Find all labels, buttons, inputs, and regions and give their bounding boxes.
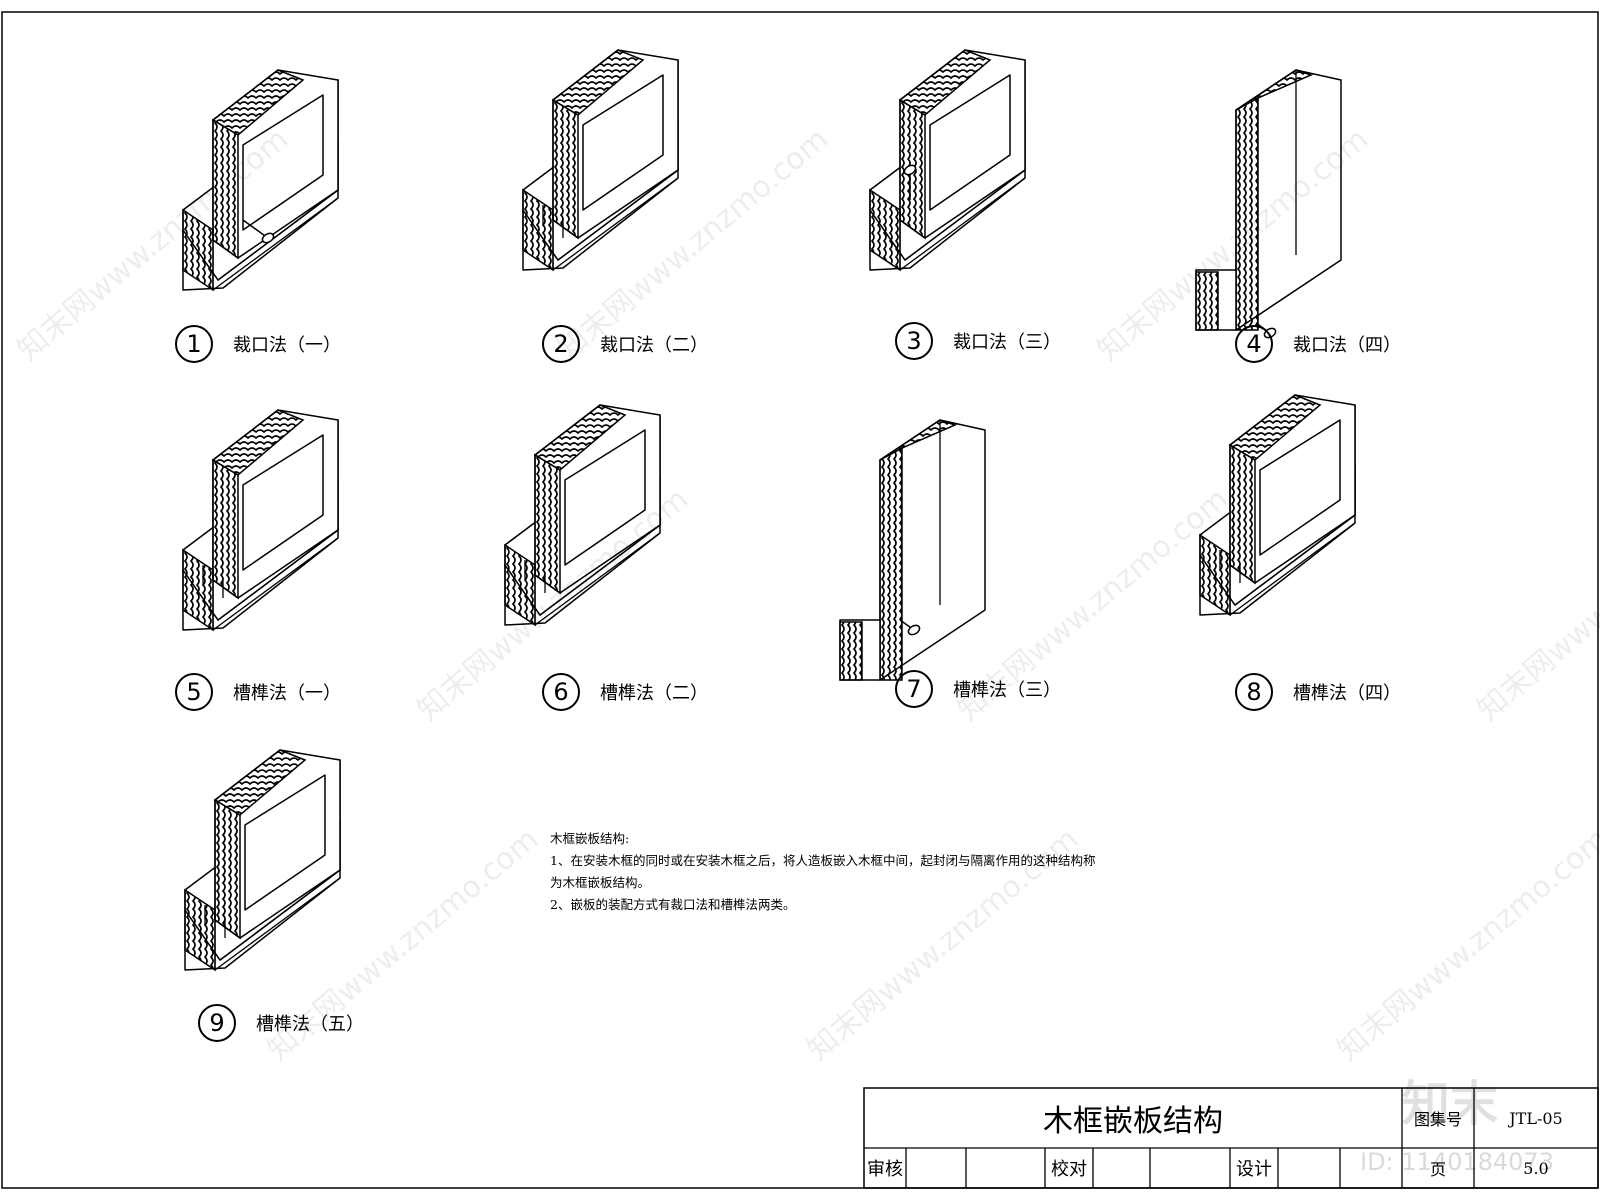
detail-label-5: 5 槽榫法（一）: [175, 673, 341, 711]
detail-label-2: 2 裁口法（二）: [542, 325, 708, 363]
inner-panel: [244, 774, 326, 911]
detail-caption-1: 裁口法（一）: [233, 335, 341, 356]
title-block: [863, 1087, 1599, 1189]
detail-caption-7: 槽榫法（三）: [953, 680, 1061, 701]
detail-caption-3: 裁口法（三）: [953, 332, 1061, 353]
notes-line-2: 为木框嵌板结构。: [550, 875, 651, 890]
detail-caption-6: 槽榫法（二）: [600, 683, 708, 704]
detail-caption-4: 裁口法（四）: [1293, 335, 1401, 356]
detail-number-2: 2: [542, 325, 580, 363]
detail-number-3: 3: [895, 322, 933, 360]
sheet-border: [1, 11, 1599, 1189]
wood-grain: [1196, 272, 1218, 330]
detail-label-7: 7 槽榫法（三）: [895, 670, 1061, 708]
page-label: 页: [1429, 1160, 1446, 1179]
detail-number-8: 8: [1235, 673, 1273, 711]
wood-grain: [1236, 98, 1258, 330]
detail-caption-9: 槽榫法（五）: [256, 1014, 364, 1035]
check-label: 校对: [1051, 1159, 1087, 1180]
construction-notes: 木框嵌板结构: 1、在安装木框的同时或在安装木框之后，将人造板嵌入木框中间，起封…: [550, 828, 1095, 916]
design-label: 设计: [1236, 1159, 1272, 1180]
detail-drawing-4: [1195, 69, 1342, 339]
detail-label-8: 8 槽榫法（四）: [1235, 673, 1401, 711]
detail-number-1: 1: [175, 325, 213, 363]
detail-caption-5: 槽榫法（一）: [233, 683, 341, 704]
review-label: 审核: [867, 1159, 903, 1180]
inner-panel: [1259, 419, 1341, 556]
drawing-title: 木框嵌板结构: [1043, 1104, 1223, 1139]
detail-number-9: 9: [198, 1004, 236, 1042]
detail-drawing-7: [839, 419, 986, 681]
inner-panel: [242, 94, 324, 231]
detail-label-1: 1 裁口法（一）: [175, 325, 341, 363]
notes-line-3: 2、嵌板的装配方式有裁口法和槽榫法两类。: [550, 897, 796, 912]
detail-drawing-2: [522, 49, 679, 272]
title-block-frame: [863, 1087, 1599, 1189]
detail-label-3: 3 裁口法（三）: [895, 322, 1061, 360]
detail-drawing-9: [184, 749, 341, 972]
nail-shank: [242, 219, 269, 239]
drawing-number: JTL-05: [1509, 1108, 1563, 1128]
nail-head: [903, 164, 917, 176]
detail-number-6: 6: [542, 673, 580, 711]
detail-caption-8: 槽榫法（四）: [1293, 683, 1401, 704]
notes-heading: 木框嵌板结构:: [550, 831, 630, 846]
detail-number-4: 4: [1235, 325, 1273, 363]
detail-label-4: 4 裁口法（四）: [1235, 325, 1401, 363]
wood-grain: [840, 622, 862, 680]
watermark-logo: 知末: [1402, 1076, 1499, 1132]
detail-caption-2: 裁口法（二）: [600, 335, 708, 356]
page-value: 5.0: [1523, 1158, 1549, 1178]
wood-grain: [880, 448, 902, 680]
inner-panel: [564, 429, 646, 566]
detail-label-9: 9 槽榫法（五）: [198, 1004, 364, 1042]
detail-label-6: 6 槽榫法（二）: [542, 673, 708, 711]
notes-line-1: 1、在安装木框的同时或在安装木框之后，将人造板嵌入木框中间，起封闭与隔离作用的这…: [550, 853, 1096, 868]
detail-drawing-5: [182, 409, 339, 632]
inner-panel: [242, 434, 324, 571]
watermark-id: ID: 1140184073: [1360, 1148, 1554, 1176]
nail-head: [261, 232, 275, 244]
detail-number-5: 5: [175, 673, 213, 711]
inner-panel: [582, 74, 664, 211]
detail-drawing-3: [869, 49, 1026, 272]
drawing-number-label: 图集号: [1413, 1110, 1462, 1129]
detail-drawing-8: [1199, 394, 1356, 617]
inner-panel: [929, 74, 1011, 211]
detail-drawing-1: [182, 69, 339, 292]
nail-head: [907, 624, 921, 636]
detail-drawing-6: [504, 404, 661, 627]
detail-number-7: 7: [895, 670, 933, 708]
